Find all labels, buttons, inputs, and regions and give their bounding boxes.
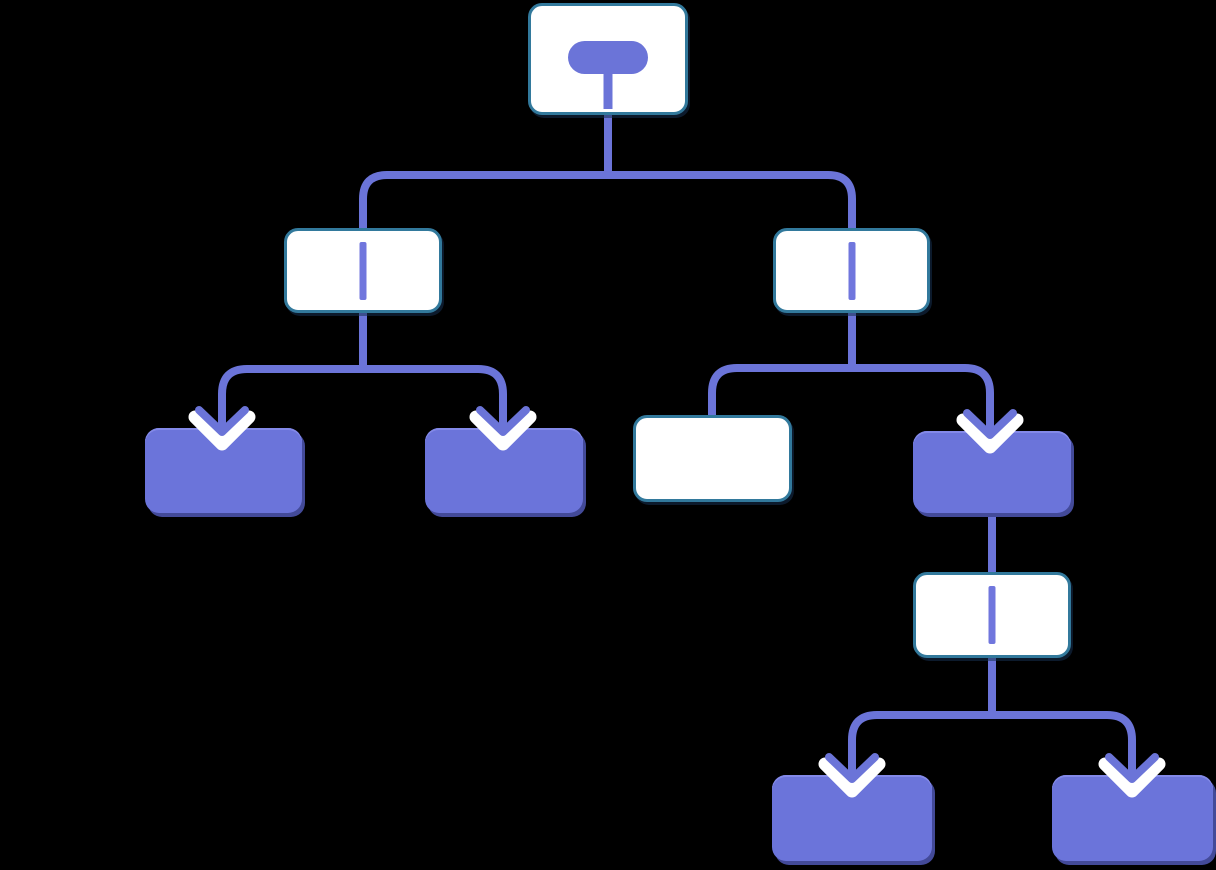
root-stem-icon [603,72,613,109]
node-leaf-left-2[interactable] [425,428,583,513]
node-leaf-sub-1[interactable] [772,775,932,861]
node-leaf-left-1[interactable] [145,428,302,513]
node-branch-left[interactable] [284,228,442,313]
node-leaf-sub-2[interactable] [1052,775,1213,861]
node-root[interactable] [528,3,688,115]
node-branch-right[interactable] [773,228,930,313]
node-branch-right-sub[interactable] [913,572,1071,658]
node-child-right-1[interactable] [633,415,792,502]
divider-bar-icon [988,586,996,644]
divider-bar-icon [848,242,855,300]
root-pill-icon [568,41,648,74]
node-child-right-2[interactable] [913,431,1071,513]
divider-bar-icon [359,242,367,300]
